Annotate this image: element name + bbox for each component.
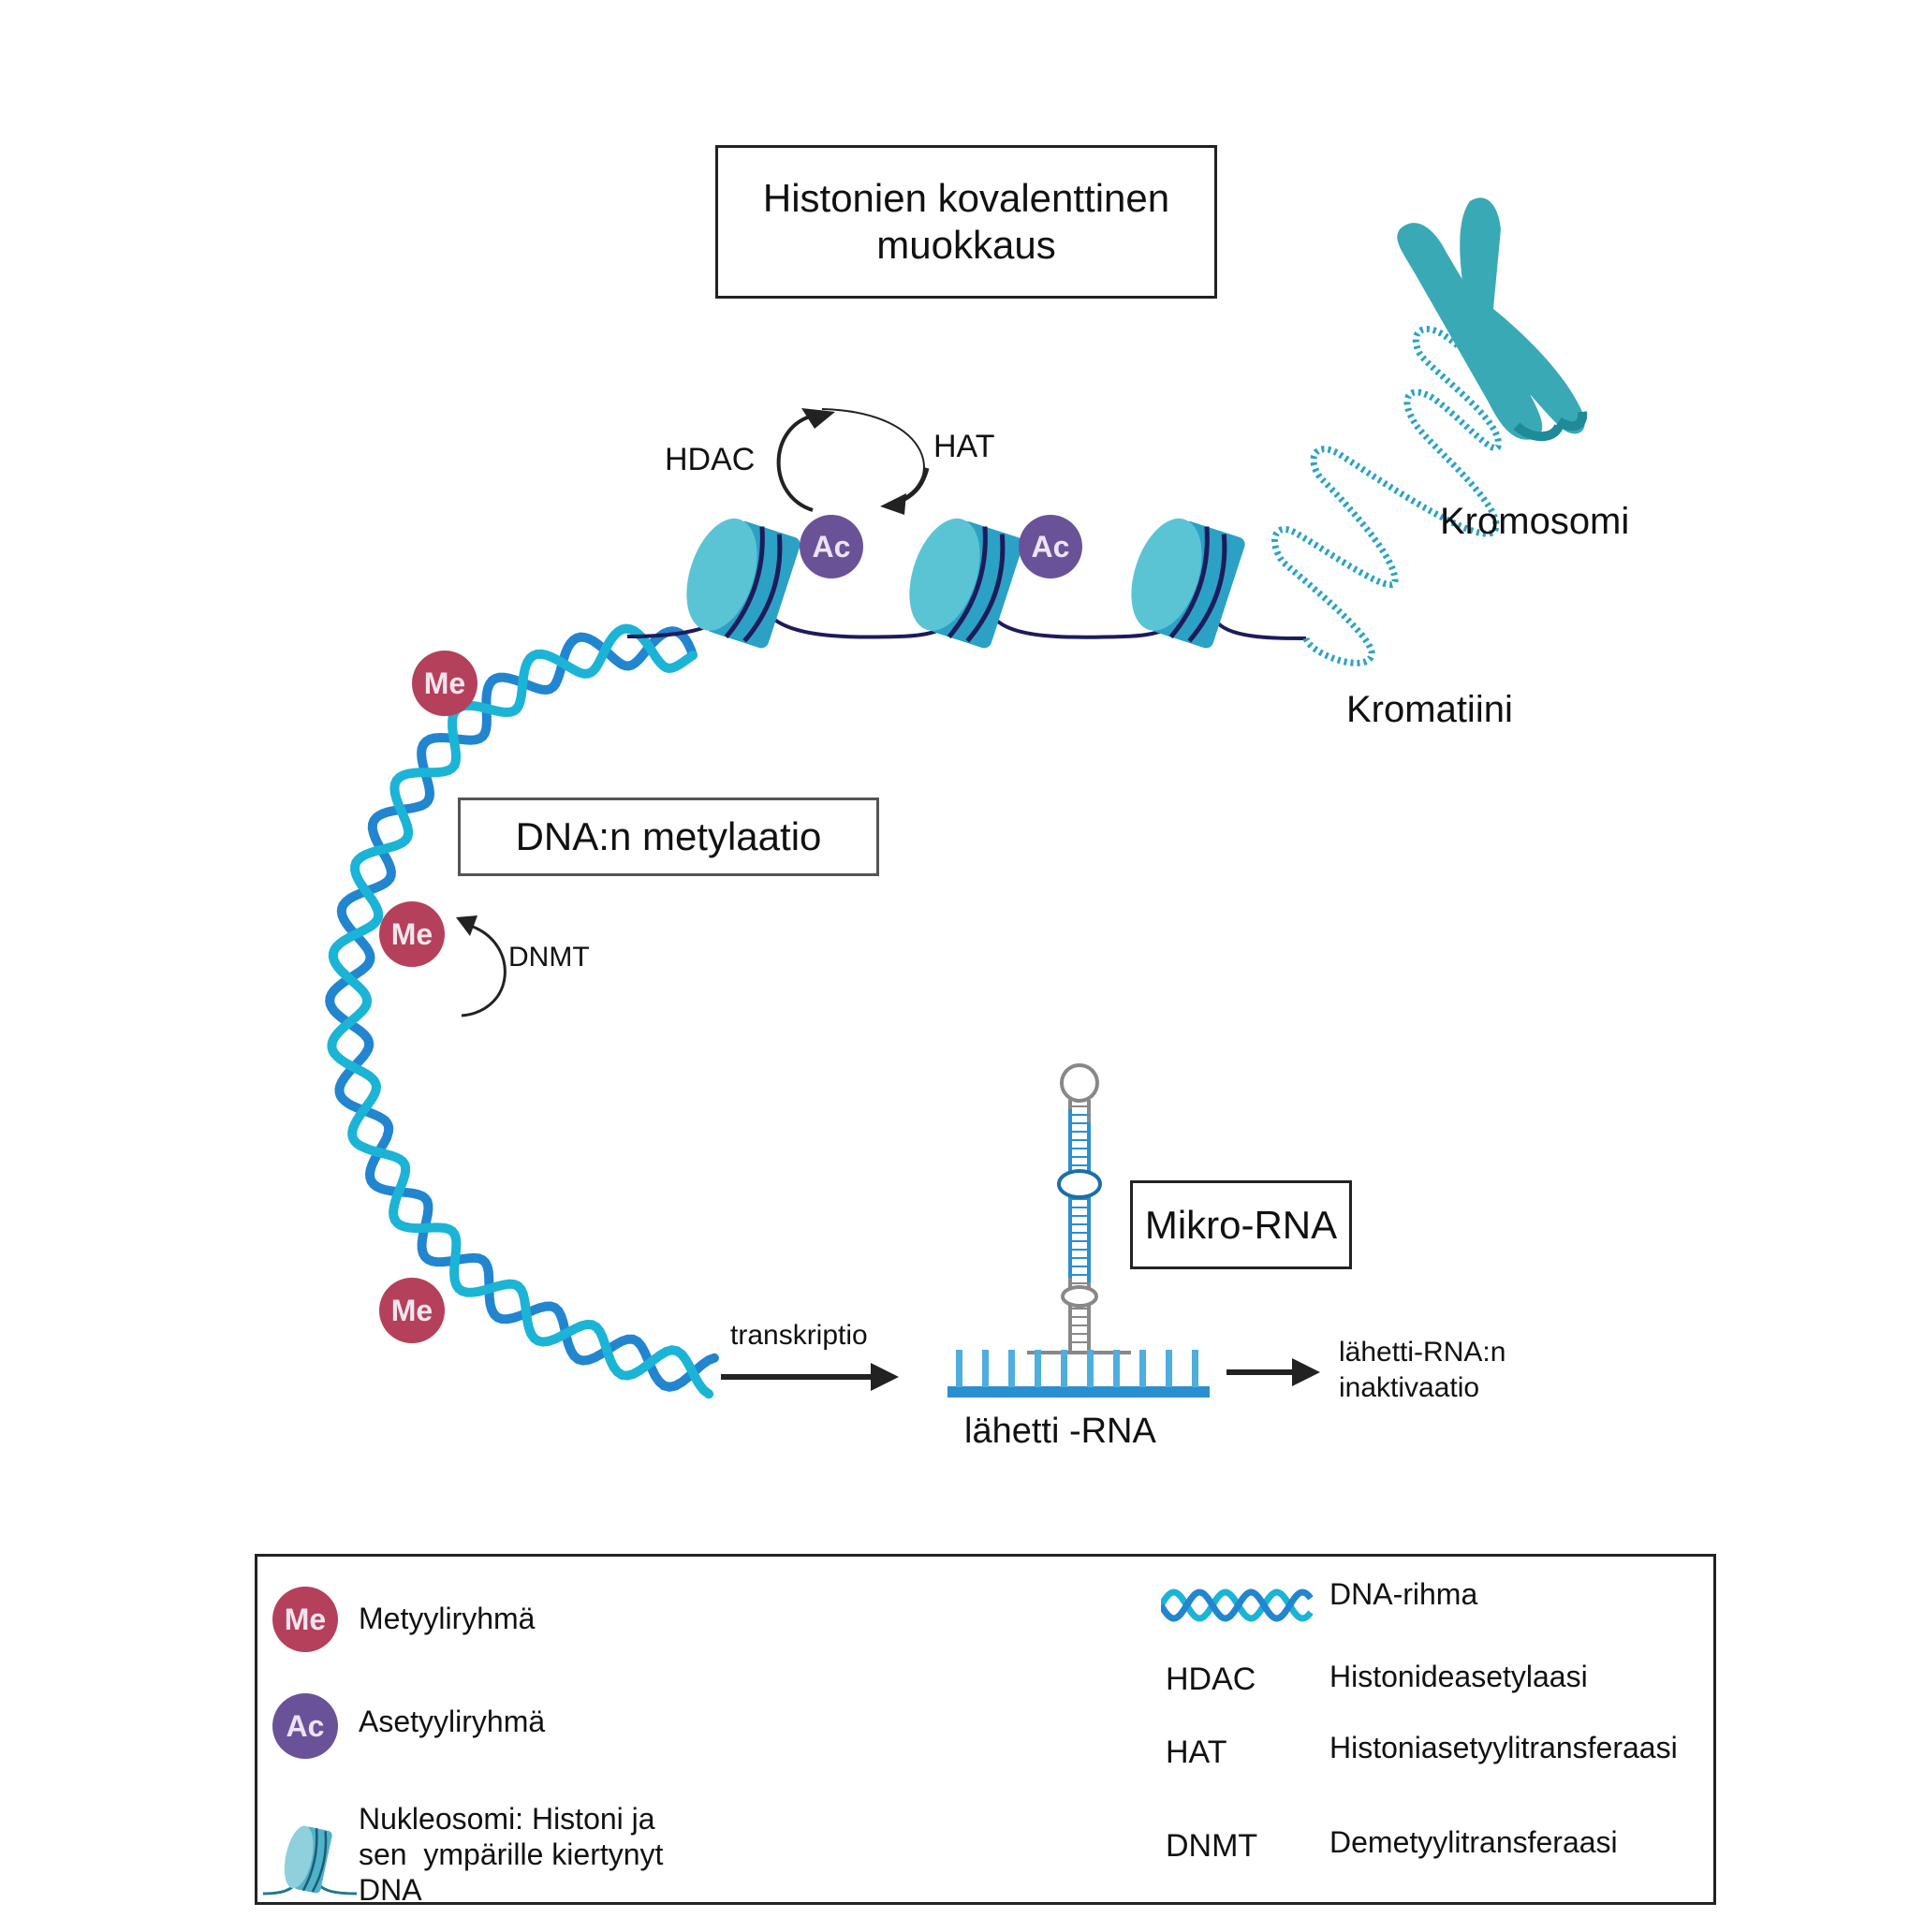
microrna-box: Mikro-RNA: [1130, 1180, 1352, 1269]
hat-label: HAT: [933, 429, 995, 464]
nucleosome-icon: [263, 1825, 357, 1895]
legend-dnmt-abbr: DNMT: [1166, 1828, 1258, 1864]
methyl-marker-3: Me: [379, 1278, 445, 1343]
mrna-strand: [947, 1350, 1210, 1398]
nucleosome-3: [1131, 518, 1245, 649]
mrna-base: [1087, 1350, 1094, 1387]
mrna-base: [1192, 1350, 1198, 1387]
acetyl-group-icon: Ac: [272, 1693, 338, 1759]
microrna-hairpin: [1057, 1063, 1102, 1353]
dnmt-label: DNMT: [508, 942, 590, 973]
acetyl-marker-2: Ac: [1019, 515, 1082, 578]
mrna-inactivation-label-line2: inaktivaatio: [1339, 1372, 1480, 1403]
dnmt-arrow: [461, 925, 507, 1017]
mrna-base: [956, 1350, 962, 1387]
acetyl-marker-text: Ac: [1031, 529, 1070, 564]
chromosome-label: Kromosomi: [1440, 501, 1630, 542]
dna-strand-dark: [325, 626, 719, 1392]
legend-nucleosome-line2: sen ympärille kiertynyt: [359, 1837, 664, 1871]
hdac-arrowhead: [801, 408, 835, 429]
mrna-base: [1035, 1350, 1041, 1387]
mrna-base: [1061, 1350, 1067, 1387]
legend-dna-strand: [1161, 1588, 1314, 1622]
chromosome: [1397, 198, 1588, 442]
linker-dna: [626, 611, 1307, 640]
legend-dnmt-text: Demetyylitransferaasi: [1329, 1825, 1618, 1859]
acetyl-symbol: Ac: [286, 1708, 325, 1743]
chromatin-fiber: [1271, 326, 1511, 666]
legend-methyl-text: Metyyliryhmä: [359, 1602, 536, 1635]
dna-strand-icon: [1161, 1588, 1314, 1622]
dna-helix: [325, 623, 719, 1399]
methyl-group-icon: Me: [272, 1587, 338, 1652]
legend-hdac-abbr: HDAC: [1166, 1661, 1256, 1697]
hat-arrow: [821, 408, 925, 504]
mrna-inactivation-label-line1: lähetti-RNA:n: [1339, 1337, 1506, 1368]
legend-hat-text: Histoniasetyylitransferaasi: [1329, 1731, 1678, 1764]
dnmt-arrowhead: [456, 915, 477, 936]
hat-arrowhead: [880, 493, 906, 515]
dna-methylation-box: DNA:n metylaatio: [458, 798, 879, 876]
methyl-marker-1: Me: [412, 651, 477, 716]
mrna-base: [1008, 1350, 1015, 1387]
mrna-label: lähetti -RNA: [964, 1412, 1156, 1451]
legend-hat-abbr: HAT: [1166, 1734, 1227, 1770]
mrna-base: [982, 1350, 989, 1387]
acetyl-marker-1: Ac: [800, 515, 863, 578]
methyl-marker-text: Me: [390, 916, 433, 951]
hdac-label: HDAC: [665, 442, 756, 477]
methyl-marker-text: Me: [423, 666, 466, 700]
methyl-symbol: Me: [284, 1602, 327, 1636]
legend-nucleosome-line3: DNA: [359, 1873, 422, 1907]
histone-modification-box: Histonien kovalenttinen muokkaus: [715, 145, 1217, 299]
acetyl-marker-text: Ac: [812, 529, 851, 564]
hdac-arrow: [776, 415, 814, 512]
nucleosome-1: [686, 518, 800, 649]
dna-strand-light: [327, 623, 714, 1399]
legend: Me Metyyliryhmä Ac Asetyyliryhmä Nukleos…: [255, 1554, 1716, 1907]
methyl-marker-2: Me: [379, 901, 445, 967]
legend-acetyl-text: Asetyyliryhmä: [359, 1705, 546, 1738]
nucleosome-2: [909, 518, 1023, 649]
mrna-base: [1113, 1350, 1120, 1387]
legend-hdac-text: Histonideasetylaasi: [1329, 1660, 1588, 1693]
mrna-base: [1166, 1350, 1172, 1387]
transcription-label: transkriptio: [730, 1320, 868, 1351]
histone-modification-title-line2: muokkaus: [876, 223, 1056, 267]
histone-modification-title-line1: Histonien kovalenttinen: [762, 175, 1170, 220]
microrna-title: Mikro-RNA: [1144, 1202, 1338, 1247]
legend-nucleosome-line1: Nukleosomi: Histoni ja: [359, 1802, 655, 1836]
dna-methylation-title: DNA:n metylaatio: [515, 814, 822, 858]
mrna-base: [1139, 1350, 1146, 1387]
chromatin-label: Kromatiini: [1346, 689, 1513, 730]
methyl-marker-text: Me: [390, 1293, 433, 1327]
legend-dna-strand-text: DNA-rihma: [1329, 1577, 1478, 1611]
